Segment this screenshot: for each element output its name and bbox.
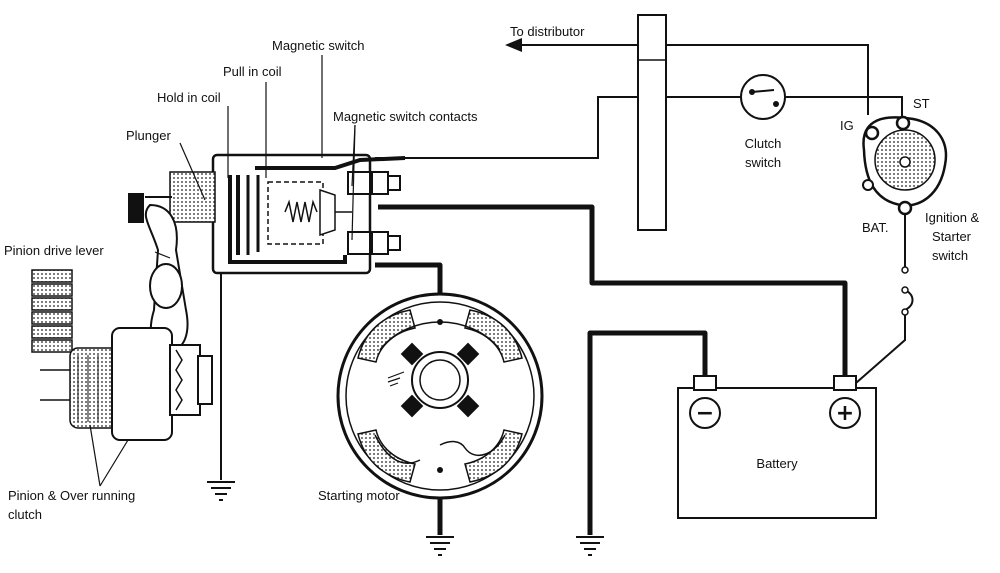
ignition-starter-switch	[862, 115, 948, 316]
battery: − +	[677, 375, 877, 519]
battery-negative-terminal	[689, 397, 721, 429]
wire-clutch-switch	[375, 96, 740, 159]
label-ignition-line3: switch	[932, 248, 969, 263]
wire-fuse-to-battery	[847, 315, 906, 391]
battery-negative-sign: −	[696, 401, 714, 426]
label-pull-in-coil: Pull in coil	[223, 64, 282, 79]
wire-clutch-to-st	[786, 96, 903, 118]
label-to-distributor: To distributor	[510, 24, 585, 39]
wire-to-distributor	[520, 44, 869, 115]
label-bat: BAT.	[862, 220, 889, 235]
starting-motor	[336, 292, 544, 500]
magnetic-switch	[145, 153, 406, 275]
label-magnetic-switch-contacts: Magnetic switch contacts	[333, 109, 478, 124]
leader-lines	[89, 55, 356, 487]
battery-positive-terminal	[829, 397, 861, 429]
cable-battery-negative	[587, 330, 708, 535]
label-ig: IG	[840, 118, 854, 133]
arrow-to-distributor	[505, 38, 522, 52]
label-battery: Battery	[756, 456, 798, 471]
label-pinion-clutch-line2: clutch	[8, 507, 42, 522]
ig-terminal	[864, 125, 880, 141]
label-st: ST	[913, 96, 930, 111]
label-clutch-switch-line1: Clutch	[744, 136, 782, 151]
label-ignition-line1: Ignition &	[925, 210, 980, 225]
label-pinion-clutch-line1: Pinion & Over running	[8, 488, 136, 503]
ring-gear	[31, 269, 73, 353]
ground-symbol-hold-coil	[207, 481, 235, 501]
label-plunger: Plunger	[126, 128, 171, 143]
label-ignition-line2: Starter	[932, 229, 972, 244]
ground-symbol-motor	[426, 536, 454, 556]
label-hold-in-coil: Hold in coil	[157, 90, 221, 105]
label-clutch-switch-line2: switch	[744, 155, 782, 170]
cable-battery-to-switch	[378, 204, 848, 388]
st-terminal	[895, 115, 911, 131]
distributor-column	[637, 14, 667, 231]
bat-terminal	[897, 200, 913, 216]
clutch-switch	[740, 74, 786, 120]
label-pinion-drive-lever: Pinion drive lever	[4, 243, 104, 258]
ground-symbol-battery	[576, 536, 604, 556]
label-starting-motor: Starting motor	[318, 488, 400, 503]
battery-positive-sign: +	[836, 401, 854, 426]
label-magnetic-switch: Magnetic switch	[272, 38, 365, 53]
pinion-overrunning-clutch	[40, 327, 213, 441]
